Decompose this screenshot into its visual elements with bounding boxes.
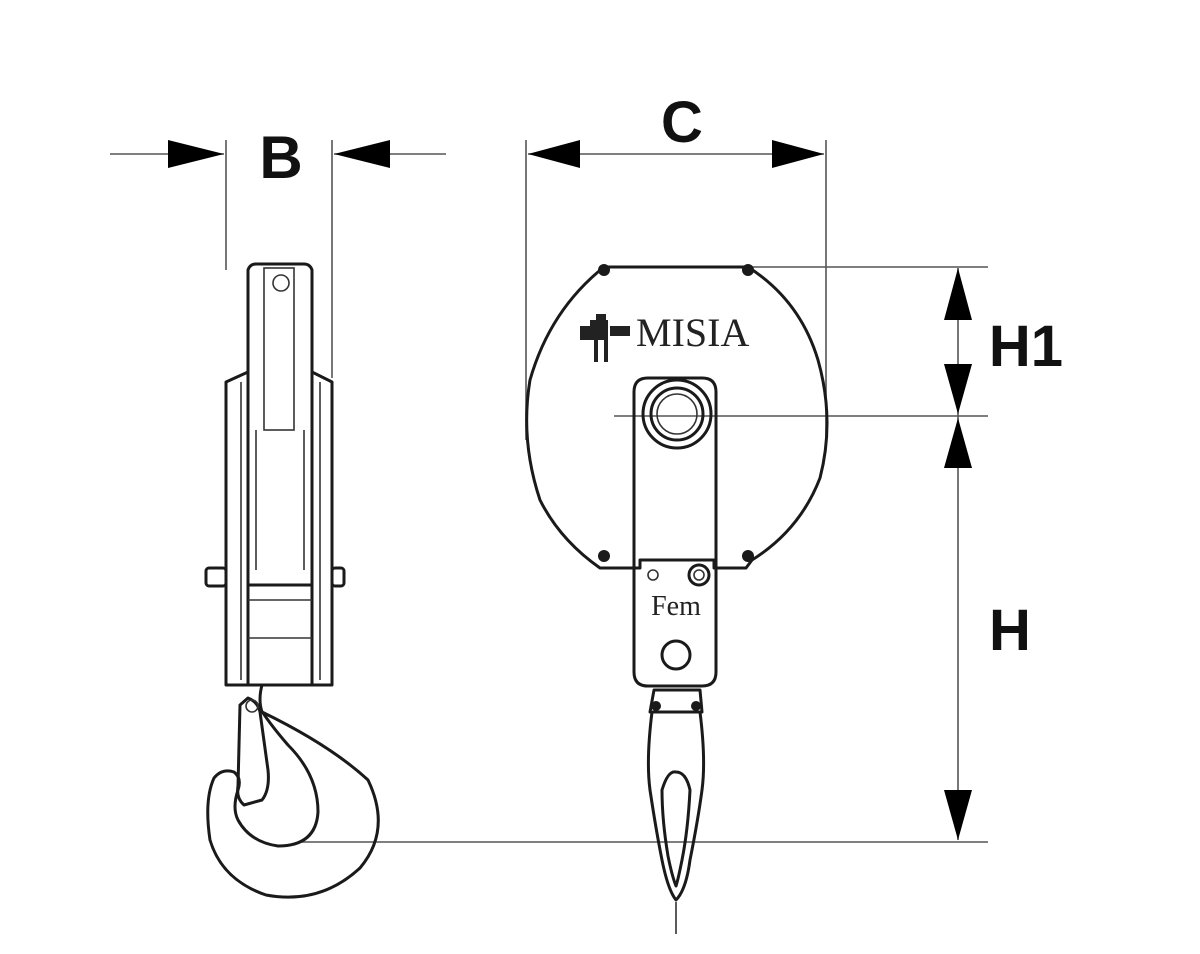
hook-front	[646, 688, 706, 934]
dimension-b: B	[110, 124, 446, 378]
dimension-label-b: B	[259, 124, 302, 191]
arrow-h1-top	[944, 268, 972, 320]
arrow-b-right	[334, 140, 390, 168]
dimension-h: H1 H	[300, 266, 1063, 843]
arrow-h-bottom	[944, 790, 972, 840]
dimension-label-h1: H1	[989, 314, 1063, 379]
arrow-c-right	[772, 140, 824, 168]
dimension-label-h: H	[989, 598, 1031, 663]
plate-rivets	[598, 264, 754, 562]
dimension-label-c: C	[661, 90, 703, 155]
hook-block-front-view: MISIA Fem	[525, 264, 829, 934]
certification-mark: Fem	[651, 591, 701, 622]
arrow-b-left	[168, 140, 224, 168]
arrow-h1-bottom	[944, 364, 972, 414]
axle-bolt	[204, 566, 346, 588]
brand-logo-icon	[580, 314, 630, 362]
dimension-c: C	[525, 90, 827, 440]
brand-name: MISIA	[636, 310, 749, 355]
hook-block-side-view	[204, 262, 380, 899]
arrow-h-top	[944, 418, 972, 468]
arrow-c-left	[528, 140, 580, 168]
sheave-axle	[641, 378, 713, 450]
hook-side	[206, 683, 380, 899]
